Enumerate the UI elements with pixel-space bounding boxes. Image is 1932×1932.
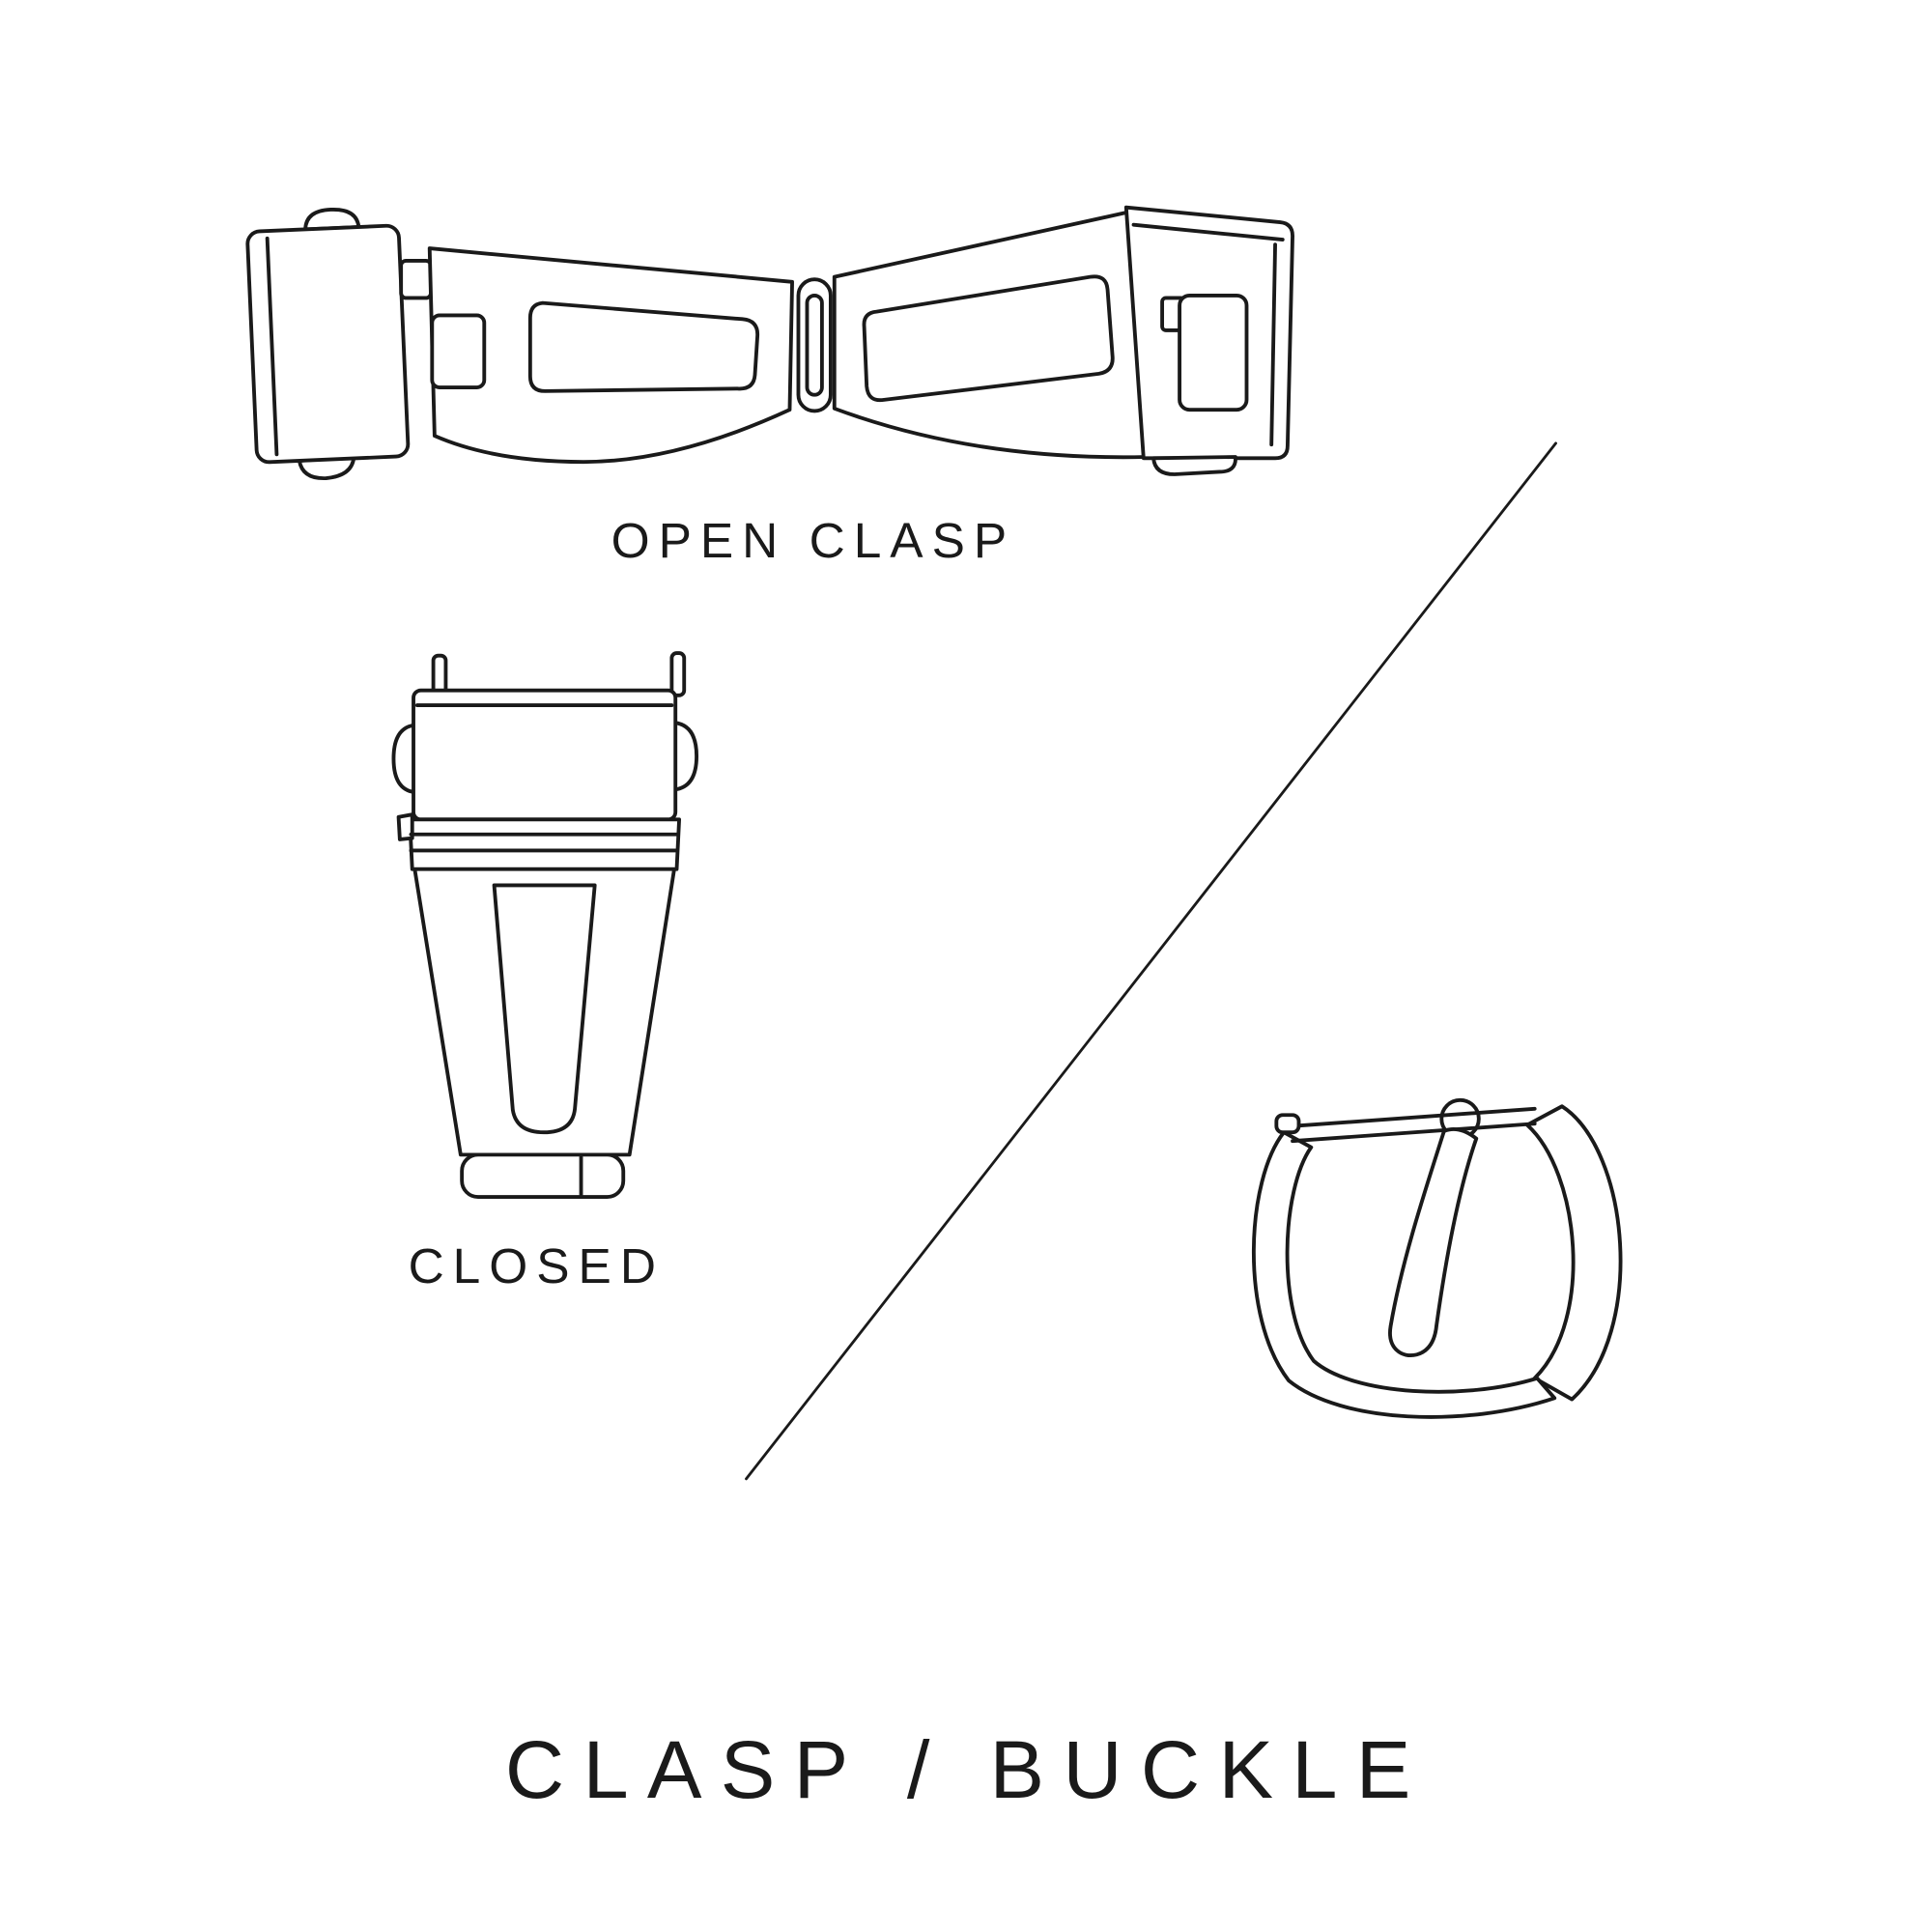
open-clasp-left-blade [427,246,794,465]
closed-clasp-label: CLOSED [409,1237,665,1293]
open-clasp-left-blade-inner [527,300,760,393]
divider-line [745,441,1557,1481]
open-clasp-hook [1178,293,1249,412]
tang-buckle-illustration [1252,1097,1623,1419]
open-clasp-right-blade [832,210,1149,460]
closed-clasp-band-tab [396,812,414,841]
open-clasp-bottom-tab [1151,455,1237,476]
page-title: CLASP / BUCKLE [505,1723,1430,1815]
open-clasp-center-hinge-pin [805,293,824,397]
closed-clasp-blade-inner [492,883,597,1135]
closed-clasp-band-section [408,817,682,871]
open-clasp-pusher-notch [430,313,487,389]
buckle-frame-right [1525,1104,1623,1402]
closed-clasp-prong-right [669,651,687,697]
open-clasp-end-link-left [245,208,411,480]
buckle-tongue [1388,1127,1479,1358]
open-clasp-label: OPEN CLASP [611,512,1016,568]
closed-clasp-cover [412,688,678,822]
closed-clasp-ear-right [672,721,699,792]
buckle-spring-bar [1289,1106,1537,1128]
open-clasp-center-hinge [796,277,833,413]
open-clasp-illustration [245,205,1294,480]
closed-clasp-end-cap [460,1152,626,1200]
buckle-spring-bar-pin [1274,1113,1301,1135]
closed-clasp-ear-left [391,723,417,794]
closed-clasp-illustration [391,651,699,1200]
buckle-frame-left-bottom [1252,1130,1557,1419]
open-clasp-hinge-connector [399,258,433,300]
closed-clasp-blade [412,867,676,1157]
open-clasp-right-blade-inner [862,274,1115,403]
